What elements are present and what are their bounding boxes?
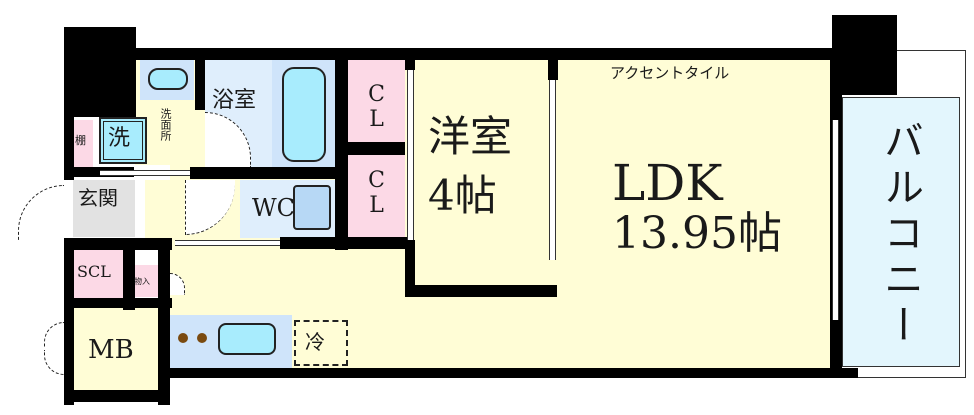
wall-entrance-mb-left bbox=[64, 240, 74, 405]
toilet-name: WC bbox=[252, 194, 296, 222]
wall-pillar-top-right bbox=[832, 15, 897, 95]
wall-western-bottom bbox=[405, 285, 557, 297]
storage-name: 物入 bbox=[134, 277, 150, 286]
closet-upper-floor bbox=[348, 60, 405, 142]
meter-box-name: MB bbox=[88, 335, 134, 365]
balcony-floor bbox=[842, 97, 960, 367]
wall-western-right-top bbox=[548, 60, 558, 80]
door-mb-swing-lower bbox=[44, 350, 64, 375]
stove-burner-icon bbox=[178, 333, 188, 343]
wall-mb-bottom bbox=[64, 390, 170, 402]
western-room-area: 4帖 bbox=[428, 171, 497, 220]
door-entrance-swing bbox=[18, 185, 64, 240]
closet-lower-name: CL bbox=[364, 168, 389, 218]
wall-western-left-lower bbox=[405, 240, 415, 290]
toilet-icon bbox=[293, 185, 331, 230]
western-room-name: 洋室 bbox=[428, 112, 513, 161]
washroom-name: 洗面所 bbox=[159, 108, 172, 141]
washer-name: 洗 bbox=[108, 126, 131, 151]
entrance-floor bbox=[73, 180, 135, 237]
wall-top bbox=[135, 48, 860, 60]
wall-bath-bottom bbox=[190, 167, 348, 179]
shelf-name: 棚 bbox=[75, 134, 86, 147]
sink-icon bbox=[218, 323, 276, 355]
wall-bottom bbox=[158, 368, 858, 378]
entrance-name: 玄関 bbox=[78, 186, 118, 210]
wall-pillar-top-left bbox=[64, 27, 136, 117]
window-western-right bbox=[549, 80, 556, 260]
closet-upper-name: CL bbox=[364, 82, 389, 132]
door-corridor-sliding bbox=[175, 240, 280, 246]
storage-floor bbox=[133, 265, 158, 297]
ldk-name: LDK bbox=[612, 154, 723, 212]
washbasin-icon bbox=[148, 68, 188, 90]
western-room-floor bbox=[415, 60, 550, 285]
wall-scl-top bbox=[64, 238, 172, 250]
wall-wc-bottom bbox=[280, 237, 410, 249]
wall-closet-mid bbox=[348, 142, 405, 155]
wall-mb-top bbox=[64, 298, 172, 308]
wall-bath-closet bbox=[335, 60, 348, 250]
wall-scl-right bbox=[123, 250, 135, 310]
wall-left-upper bbox=[64, 115, 74, 180]
wall-wash-bath bbox=[195, 60, 205, 110]
shoe-closet-name: SCL bbox=[77, 262, 111, 281]
bathtub-icon bbox=[282, 67, 326, 162]
ldk-area: 13.95帖 bbox=[612, 208, 782, 259]
washer-box bbox=[99, 117, 147, 164]
refrigerator-name: 冷 bbox=[305, 330, 325, 354]
door-mb-swing-upper bbox=[44, 322, 64, 347]
wall-closet-western bbox=[405, 60, 415, 70]
refrigerator-space bbox=[294, 320, 348, 366]
balcony-name: バルコニー bbox=[877, 120, 923, 350]
door-wash-sliding bbox=[100, 170, 190, 176]
bathroom-name: 浴室 bbox=[212, 88, 257, 113]
accent-tile-label: アクセントタイル bbox=[610, 64, 730, 82]
window-western-left bbox=[407, 70, 414, 240]
window-balcony bbox=[832, 120, 839, 320]
closet-lower-floor bbox=[348, 155, 405, 238]
meter-box-floor bbox=[73, 308, 158, 391]
shoe-closet-floor bbox=[73, 250, 123, 298]
stove-burner-icon bbox=[197, 333, 207, 343]
wall-mb-right bbox=[158, 250, 170, 405]
shelf-floor bbox=[73, 120, 93, 167]
